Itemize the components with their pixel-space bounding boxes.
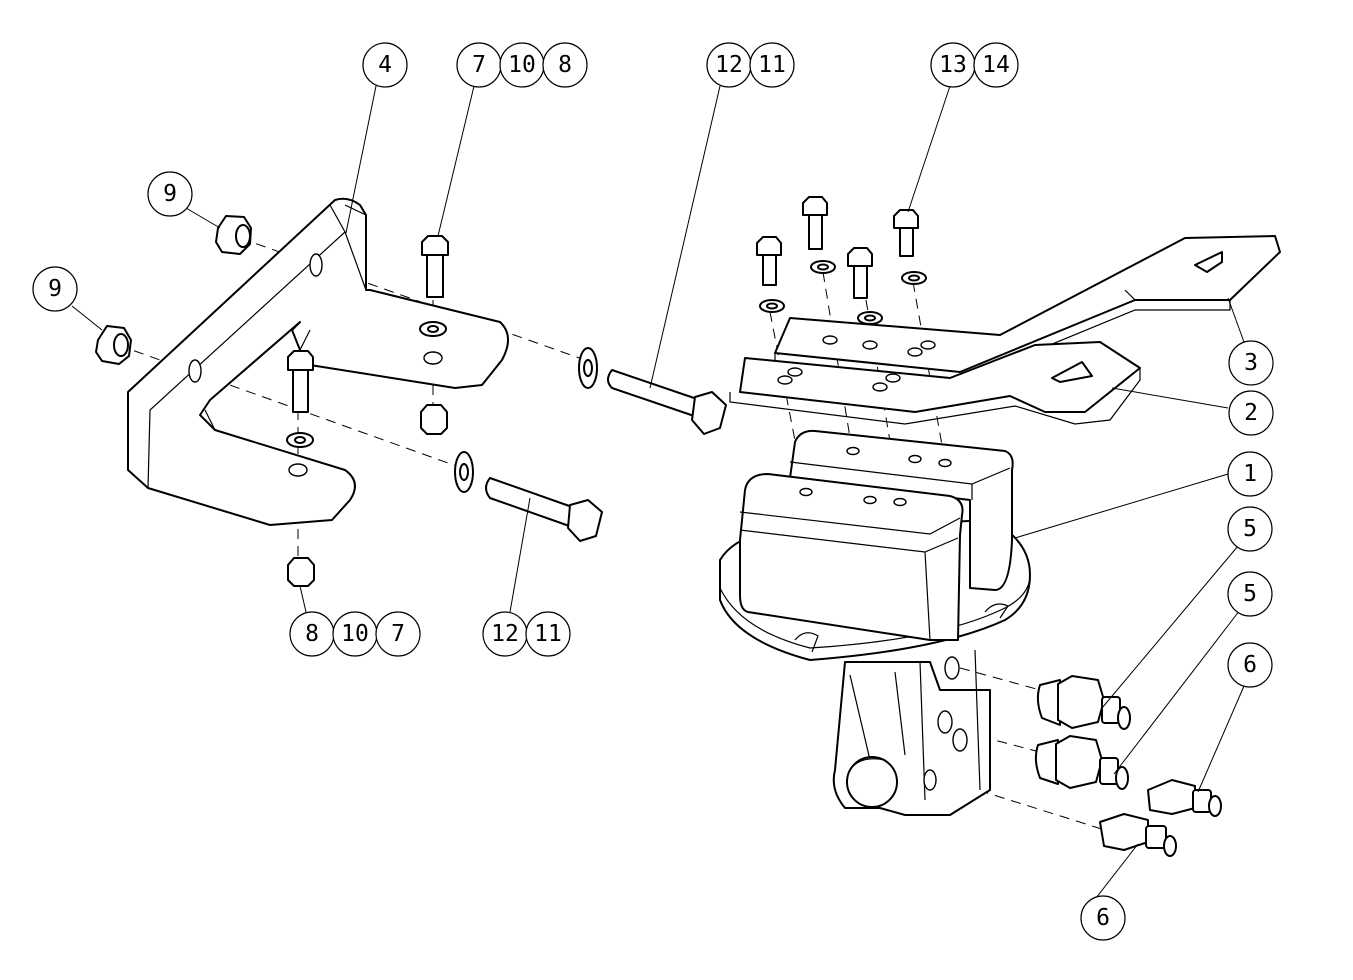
callout-11-top: 11 bbox=[749, 42, 795, 88]
callout-6-right: 6 bbox=[1227, 642, 1273, 688]
callout-1: 1 bbox=[1227, 451, 1273, 497]
callout-label: 6 bbox=[1096, 905, 1110, 931]
callout-label: 9 bbox=[48, 276, 62, 302]
leader-lines bbox=[71, 85, 1245, 899]
callout-label: 2 bbox=[1244, 400, 1258, 426]
callout-8-top: 8 bbox=[542, 42, 588, 88]
callout-label: 5 bbox=[1243, 581, 1257, 607]
callout-10-bottom: 10 bbox=[332, 611, 378, 657]
callout-label: 8 bbox=[558, 52, 572, 78]
callout-12-top: 12 bbox=[706, 42, 752, 88]
callout-label: 11 bbox=[758, 52, 786, 78]
callout-13: 13 bbox=[930, 42, 976, 88]
hardware-left bbox=[95, 215, 727, 587]
callout-7-top: 7 bbox=[456, 42, 502, 88]
callout-5-lower: 5 bbox=[1227, 571, 1273, 617]
callout-9-lower: 9 bbox=[32, 266, 78, 312]
callout-10-top: 10 bbox=[499, 42, 545, 88]
callout-label: 10 bbox=[341, 621, 369, 647]
callout-label: 7 bbox=[472, 52, 486, 78]
main-unit-part-1 bbox=[719, 429, 1031, 816]
callout-label: 10 bbox=[508, 52, 536, 78]
bracket-part-4 bbox=[127, 197, 509, 526]
callout-label: 4 bbox=[378, 52, 392, 78]
callout-6-bottom: 6 bbox=[1080, 895, 1126, 941]
plate-part-2 bbox=[729, 341, 1141, 425]
callout-14: 14 bbox=[973, 42, 1019, 88]
callout-label: 12 bbox=[715, 52, 743, 78]
callout-label: 11 bbox=[534, 621, 562, 647]
callout-label: 12 bbox=[491, 621, 519, 647]
callout-label: 6 bbox=[1243, 652, 1257, 678]
callout-label: 3 bbox=[1244, 350, 1258, 376]
callout-label: 9 bbox=[163, 181, 177, 207]
callout-12-bottom: 12 bbox=[482, 611, 528, 657]
callout-label: 8 bbox=[305, 621, 319, 647]
callout-label: 7 bbox=[391, 621, 405, 647]
hardware-top bbox=[756, 196, 927, 325]
callout-9-upper: 9 bbox=[147, 171, 193, 217]
callout-label: 5 bbox=[1243, 516, 1257, 542]
callout-label: 1 bbox=[1243, 461, 1257, 487]
callout-2: 2 bbox=[1228, 390, 1274, 436]
callout-label: 14 bbox=[982, 52, 1010, 78]
fittings bbox=[1034, 675, 1222, 857]
callout-4: 4 bbox=[362, 42, 408, 88]
callout-label: 13 bbox=[939, 52, 967, 78]
callout-5-upper: 5 bbox=[1227, 506, 1273, 552]
callout-11-bottom: 11 bbox=[525, 611, 571, 657]
callout-7-bottom: 7 bbox=[375, 611, 421, 657]
callout-8-bottom: 8 bbox=[289, 611, 335, 657]
callout-3: 3 bbox=[1228, 340, 1274, 386]
